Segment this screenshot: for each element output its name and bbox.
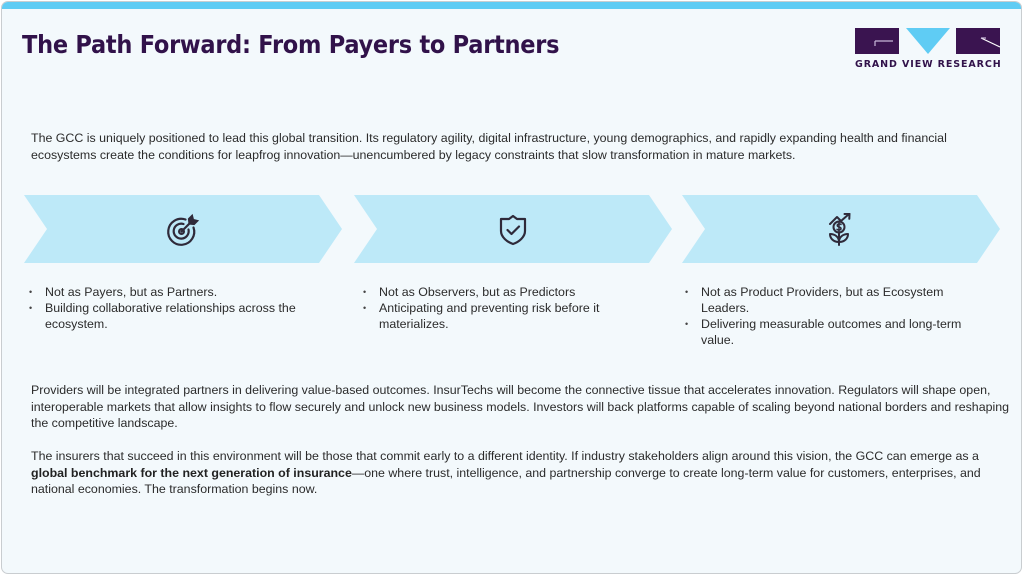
pillar-2-bullets: Not as Observers, but as Predictors Anti… bbox=[363, 284, 633, 332]
bullet-item: Not as Payers, but as Partners. bbox=[29, 284, 329, 300]
closing-text-end: —one where trust, intelligence, and part… bbox=[31, 465, 981, 497]
money-growth-plant-icon bbox=[829, 213, 851, 246]
pillar-3-bullets: Not as Product Providers, but as Ecosyst… bbox=[685, 284, 985, 348]
accent-bar bbox=[2, 2, 1021, 9]
bullet-item: Not as Product Providers, but as Ecosyst… bbox=[685, 284, 985, 316]
page-title: The Path Forward: From Payers to Partner… bbox=[22, 30, 560, 59]
pillar-chevron-1 bbox=[24, 195, 344, 263]
shield-check-icon bbox=[499, 214, 527, 246]
closing-text-start: The insurers that succeed in this enviro… bbox=[31, 449, 979, 463]
logo-text: GRAND VIEW RESEARCH bbox=[855, 59, 1002, 70]
stakeholders-paragraph: Providers will be integrated partners in… bbox=[31, 383, 1010, 430]
pillar-1-bullets: Not as Payers, but as Partners. Building… bbox=[29, 284, 329, 332]
closing-paragraph: The insurers that succeed in this enviro… bbox=[31, 448, 1006, 498]
target-icon bbox=[167, 213, 200, 246]
grand-view-research-logo: GRAND VIEW RESEARCH bbox=[855, 28, 1002, 72]
bullet-item: Building collaborative relationships acr… bbox=[29, 300, 329, 332]
bullet-item: Not as Observers, but as Predictors bbox=[363, 284, 633, 300]
bullet-item: Anticipating and preventing risk before … bbox=[363, 300, 633, 332]
pillar-chevron-3 bbox=[682, 195, 1002, 263]
closing-emphasis: global benchmark for the next generation… bbox=[31, 465, 352, 480]
pillar-chevron-2 bbox=[354, 195, 674, 263]
logo-mark-icon bbox=[855, 28, 1001, 54]
intro-paragraph: The GCC is uniquely positioned to lead t… bbox=[31, 131, 947, 162]
bullet-item: Delivering measurable outcomes and long-… bbox=[685, 316, 985, 348]
